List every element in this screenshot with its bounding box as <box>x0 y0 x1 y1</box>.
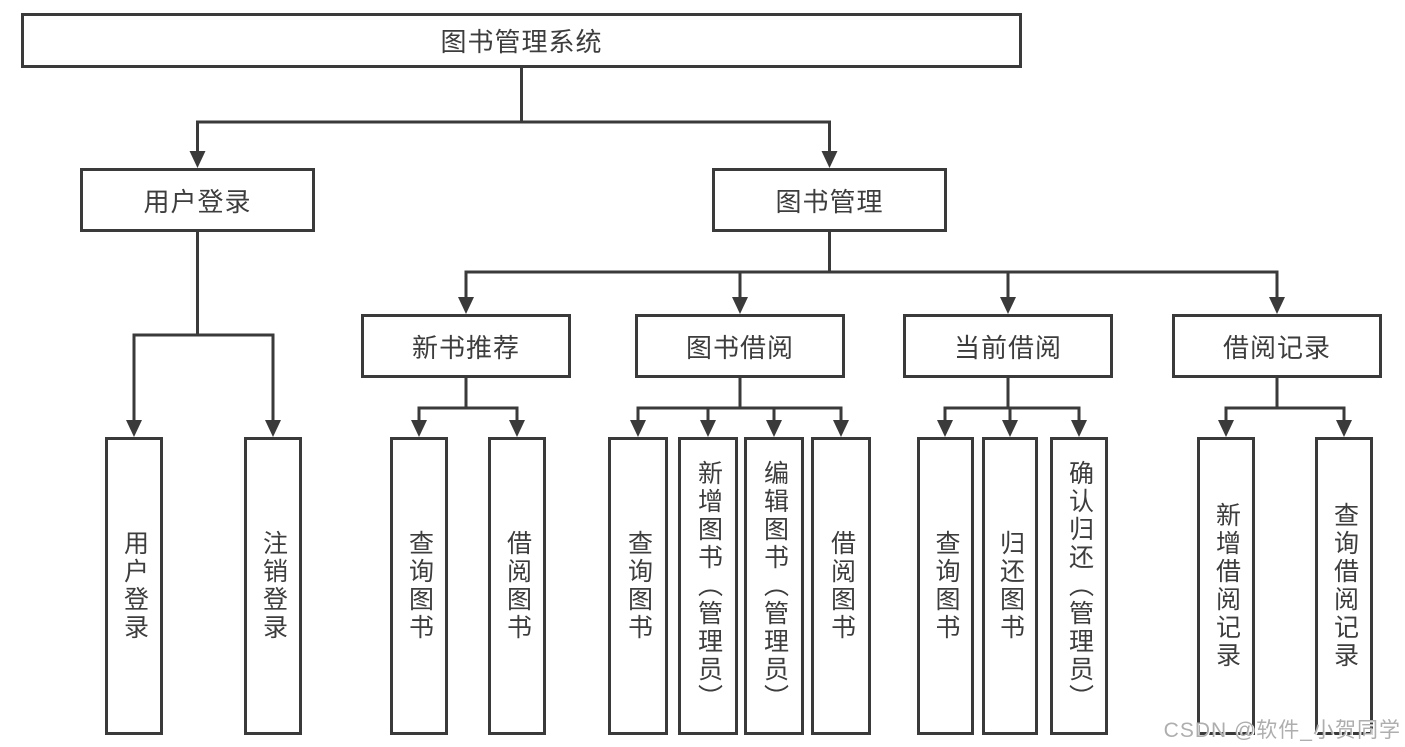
node-leaf-confirm-return-admin: 确认归还（管理员） <box>1050 437 1108 735</box>
arrowhead-icon <box>265 420 281 437</box>
node-user-login: 用户登录 <box>80 168 315 232</box>
connector-book-management <box>464 232 1279 298</box>
arrowhead-icon <box>126 420 142 437</box>
arrowhead-icon <box>937 420 953 437</box>
leaf-label: 新增图书（管理员） <box>694 460 723 712</box>
node-current-borrow: 当前借阅 <box>903 314 1113 378</box>
arrowhead-icon <box>509 420 525 437</box>
leaf-label: 查询图书 <box>405 530 434 642</box>
leaf-label: 查询图书 <box>624 530 653 642</box>
node-leaf-return-book: 归还图书 <box>982 437 1038 735</box>
node-book-management: 图书管理 <box>712 168 947 232</box>
node-leaf-user-login: 用户登录 <box>105 437 163 735</box>
node-leaf-add-borrow-record: 新增借阅记录 <box>1197 437 1255 735</box>
node-library-management-system: 图书管理系统 <box>21 13 1022 68</box>
node-leaf-query-books-2: 查询图书 <box>608 437 668 735</box>
node-leaf-query-books-3: 查询图书 <box>917 437 974 735</box>
node-leaf-add-book-admin: 新增图书（管理员） <box>678 437 738 735</box>
node-borrow-record: 借阅记录 <box>1172 314 1382 378</box>
arrowhead-icon <box>766 420 782 437</box>
arrowhead-icon <box>630 420 646 437</box>
arrowhead-icon <box>732 297 748 314</box>
arrowhead-icon <box>1269 297 1285 314</box>
arrowhead-icon <box>1002 420 1018 437</box>
arrowhead-icon <box>821 151 838 168</box>
leaf-label: 确认归还（管理员） <box>1065 460 1094 712</box>
connector-book-borrow <box>636 378 843 421</box>
arrowhead-icon <box>458 297 474 314</box>
leaf-label: 新增借阅记录 <box>1212 502 1241 670</box>
leaf-label: 归还图书 <box>996 530 1025 642</box>
leaf-label: 编辑图书（管理员） <box>760 460 789 712</box>
leaf-label: 查询图书 <box>932 530 960 642</box>
node-leaf-edit-book-admin: 编辑图书（管理员） <box>744 437 804 735</box>
arrowhead-icon <box>700 420 716 437</box>
node-leaf-query-borrow-record: 查询借阅记录 <box>1315 437 1373 735</box>
arrowhead-icon <box>411 420 427 437</box>
node-leaf-borrow-books-1: 借阅图书 <box>488 437 546 735</box>
arrowhead-icon <box>1071 420 1087 437</box>
leaf-label: 借阅图书 <box>827 530 856 642</box>
connector-user-login <box>132 232 275 421</box>
arrowhead-icon <box>833 420 849 437</box>
connector-root <box>196 68 831 152</box>
leaf-label: 注销登录 <box>259 530 288 642</box>
arrowhead-icon <box>189 151 206 168</box>
connector-current-borrow <box>943 378 1081 421</box>
connector-borrow-record <box>1224 378 1346 421</box>
arrowhead-icon <box>1218 420 1234 437</box>
node-leaf-query-books-1: 查询图书 <box>390 437 448 735</box>
leaf-label: 用户登录 <box>120 530 149 642</box>
connector-new-book <box>417 378 519 421</box>
arrowhead-icon <box>1336 420 1352 437</box>
leaf-label: 借阅图书 <box>503 530 532 642</box>
node-book-borrow: 图书借阅 <box>635 314 845 378</box>
node-leaf-logout: 注销登录 <box>244 437 302 735</box>
arrowhead-icon <box>1000 297 1016 314</box>
node-new-book-recommend: 新书推荐 <box>361 314 571 378</box>
node-leaf-borrow-books-2: 借阅图书 <box>811 437 871 735</box>
leaf-label: 查询借阅记录 <box>1330 502 1359 670</box>
